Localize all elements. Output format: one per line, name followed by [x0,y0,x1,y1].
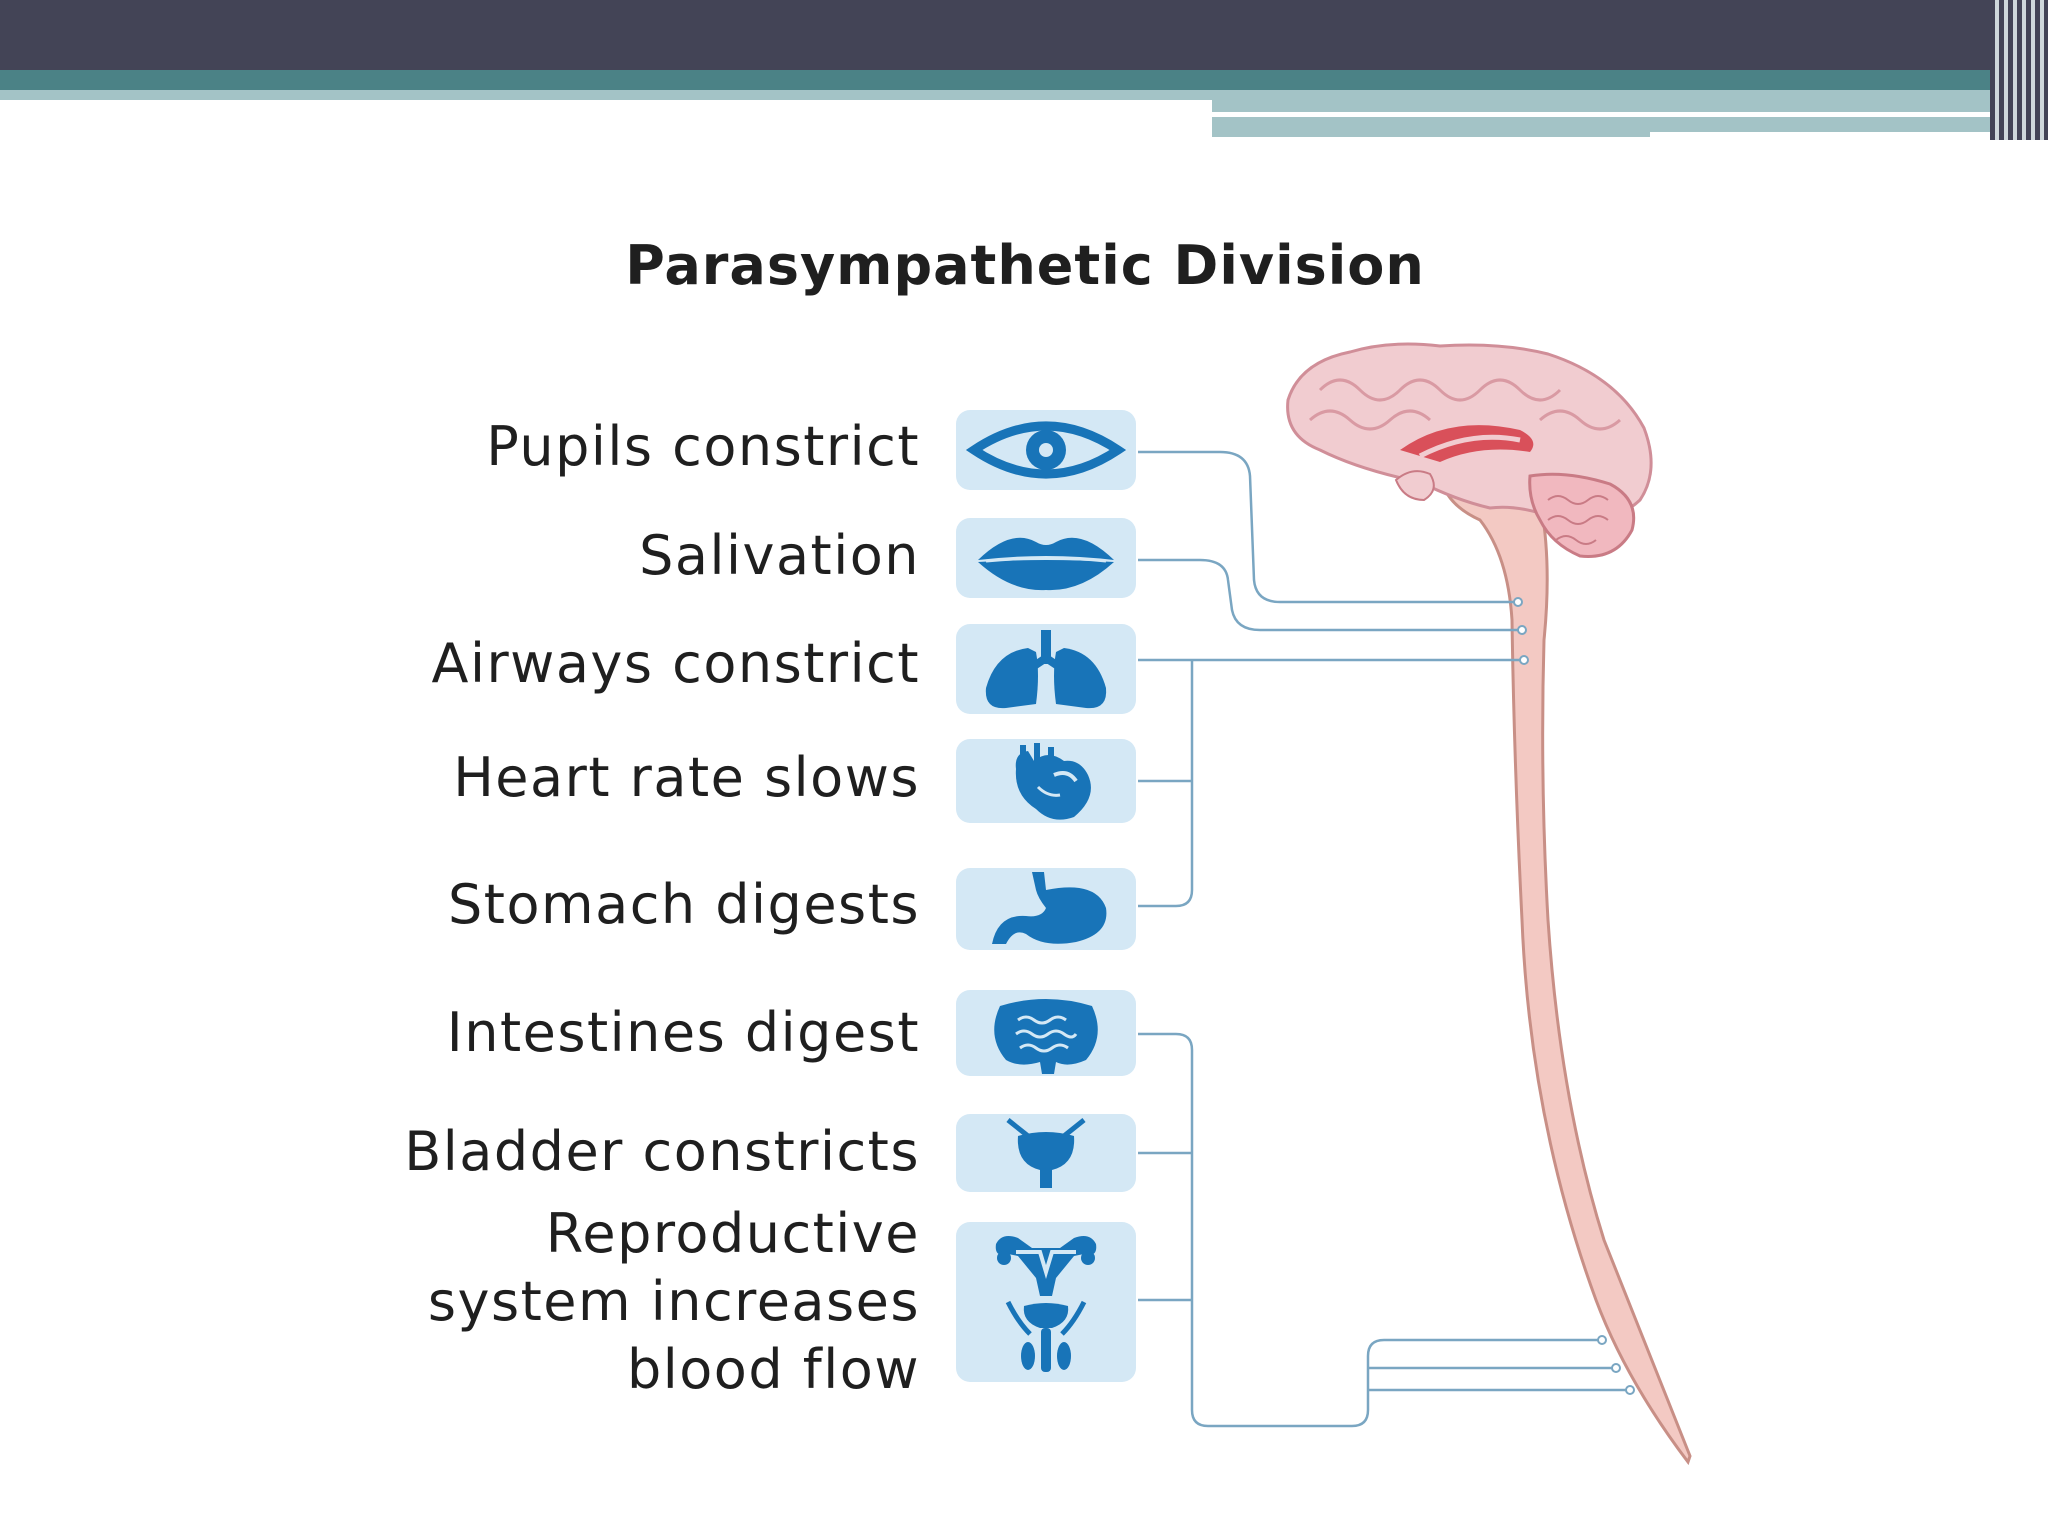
tile-intestines [956,990,1136,1076]
bladder-icon [1006,1118,1086,1188]
stomach-icon [992,872,1107,944]
effect-label-stomach: Stomach digests [448,873,920,936]
header-bar-light-left [0,90,1212,100]
nerve-salivation [1138,558,1522,632]
effect-label-reproductive-line-1: Reproductive [545,1202,920,1265]
header-bar-white-line [1212,112,1898,117]
brain [1286,342,1653,558]
header-stripes [1990,0,2048,140]
spinal-cord [1445,482,1692,1466]
tile-lungs [956,624,1136,714]
tile-eye [956,410,1136,490]
effect-label-reproductive: Reproductive system increases blood flow [428,1200,920,1404]
effect-label-pupils: Pupils constrict [486,415,920,478]
effect-label-salivation: Salivation [639,524,920,587]
tile-reproductive [956,1222,1136,1382]
nerve-lines [1138,450,1630,1428]
header-bar-teal [0,70,2048,90]
tile-bladder [956,1114,1136,1192]
lips-icon [978,537,1114,591]
header-bar-dark [0,0,1990,70]
lungs-icon [985,630,1107,709]
diagram-title: Parasympathetic Division [625,234,1425,297]
tile-stomach [956,868,1136,950]
eye-icon [965,421,1127,479]
header-bar-lower-white [1650,132,2010,140]
effect-label-bladder: Bladder constricts [404,1120,920,1183]
effect-label-airways: Airways constrict [431,632,920,695]
effect-label-reproductive-line-2: system increases [427,1270,920,1333]
nerve-endpoints [1513,597,1635,1395]
reproductive-organs-icon [995,1236,1097,1372]
effect-label-intestines: Intestines digest [446,1001,920,1064]
nerve-pupils [1138,450,1518,604]
tile-lips [956,518,1136,598]
nerve-sacral-bus [1138,1032,1602,1428]
effect-label-reproductive-line-3: blood flow [626,1338,920,1401]
tile-heart [956,739,1136,823]
heart-icon [1015,743,1091,820]
intestines-icon [994,999,1098,1074]
header-bar-light-right [1212,90,2012,112]
nerve-thoracic-bus [1138,660,1194,908]
effect-label-heart: Heart rate slows [453,746,920,809]
